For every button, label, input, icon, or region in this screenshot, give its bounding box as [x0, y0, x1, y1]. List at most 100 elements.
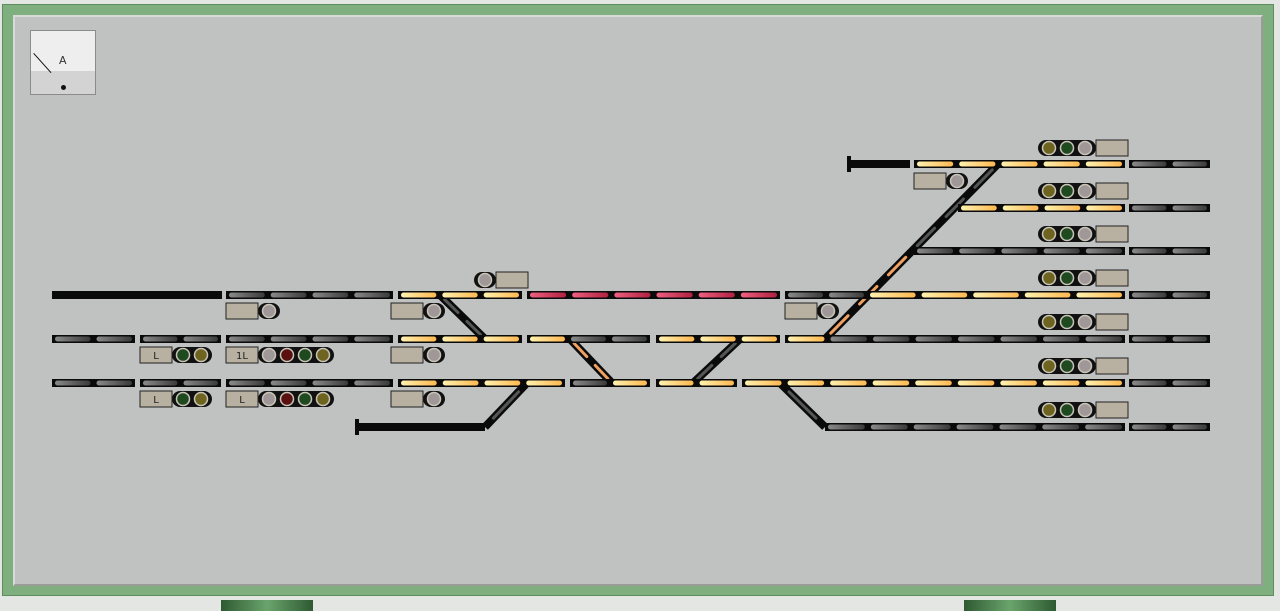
- track-lamp-lit: [961, 205, 997, 211]
- track-section: [1129, 247, 1210, 255]
- signal-s3[interactable]: [390, 302, 445, 320]
- switch-lamp-lit: [886, 255, 908, 277]
- signal-r1[interactable]: [1038, 139, 1129, 157]
- track-lamp-dark: [1172, 380, 1207, 386]
- track-lamp-occupied: [656, 292, 693, 298]
- track-section: [1129, 291, 1210, 299]
- track-lamp-dark: [1132, 161, 1167, 167]
- signal-lamp-white-icon: [1077, 183, 1093, 199]
- track-lamp-dark: [1172, 424, 1207, 430]
- track-lamp-lit: [1076, 292, 1122, 298]
- signal-s9[interactable]: L: [139, 390, 212, 408]
- signal-lamp-green-icon: [175, 391, 191, 407]
- track-lamp-lit: [959, 161, 996, 167]
- track-lamp-dark: [1172, 248, 1207, 254]
- track-panel: [13, 15, 1263, 586]
- track-lamp-dark: [1000, 336, 1037, 342]
- signal-s1[interactable]: [474, 271, 529, 289]
- signal-lamp-white-icon: [949, 173, 965, 189]
- signal-lamp-green-icon: [1059, 140, 1075, 156]
- signal-lamp-yellow-icon: [315, 391, 331, 407]
- track-lamp-dark: [354, 336, 390, 342]
- switch-lamp-lit: [593, 363, 610, 381]
- signal-lamp-yellow-icon: [315, 347, 331, 363]
- signal-plate: [1095, 313, 1129, 331]
- signal-plate: [1095, 357, 1129, 375]
- signal-lamp-green-icon: [297, 391, 313, 407]
- track-lamp-lit: [870, 292, 916, 298]
- signal-lamp-white-icon: [1077, 140, 1093, 156]
- track-section: [226, 379, 393, 387]
- signal-label: L: [153, 351, 159, 362]
- signal-lamp-white-icon: [1077, 402, 1093, 418]
- signal-lamp-yellow-icon: [1041, 270, 1057, 286]
- track-lamp-lit: [442, 292, 478, 298]
- track-lamp-dark: [999, 424, 1037, 430]
- track-lamp-lit: [1044, 205, 1081, 211]
- track-section: [1129, 160, 1210, 168]
- track-lamp-lit: [973, 292, 1019, 298]
- switch-lamp-dark: [944, 197, 965, 218]
- switch-lamp-lit: [572, 341, 589, 359]
- switch-lamp-dark: [491, 390, 521, 420]
- signal-s8[interactable]: [390, 346, 445, 364]
- signal-lamp-yellow-icon: [1041, 140, 1057, 156]
- signal-s4[interactable]: [784, 302, 839, 320]
- track-section: [226, 291, 393, 299]
- signal-lamp-green-icon: [1059, 226, 1075, 242]
- track-lamp-lit: [442, 380, 479, 386]
- signal-lamp-white-icon: [261, 303, 277, 319]
- signal-lamp-yellow-icon: [193, 391, 209, 407]
- track-lamp-lit: [957, 380, 995, 386]
- signal-s5[interactable]: [913, 172, 968, 190]
- signal-r6[interactable]: [1038, 357, 1129, 375]
- signal-lamp-housing: [258, 391, 334, 407]
- signal-s10[interactable]: L: [225, 390, 334, 408]
- track-lamp-dark: [1132, 248, 1167, 254]
- switch-lamp-dark: [443, 297, 460, 315]
- track-lamp-lit: [700, 336, 736, 342]
- track-lamp-dark: [143, 336, 178, 342]
- signal-r2[interactable]: [1038, 182, 1129, 200]
- signal-s6[interactable]: L: [139, 346, 212, 364]
- track-section: [1129, 423, 1210, 431]
- signal-lamp-red-icon: [279, 391, 295, 407]
- signal-lamp-white-icon: [1077, 270, 1093, 286]
- signal-plate: [225, 346, 259, 364]
- signal-r7[interactable]: [1038, 401, 1129, 419]
- signal-lamp-white-icon: [1077, 358, 1093, 374]
- signal-lamp-white-icon: [261, 391, 277, 407]
- signal-plate: [139, 390, 173, 408]
- signal-s7[interactable]: 1L: [225, 346, 334, 364]
- track-lamp-dark: [1172, 336, 1207, 342]
- track-lamp-lit: [1043, 161, 1080, 167]
- track-section: [1129, 204, 1210, 212]
- track-lamp-dark: [612, 336, 647, 342]
- ammeter-gauge: A: [30, 30, 96, 95]
- switch-lamp-dark: [973, 168, 994, 189]
- signal-s11[interactable]: [390, 390, 445, 408]
- track-lamp-lit: [484, 380, 521, 386]
- signal-lamp-white-icon: [1077, 226, 1093, 242]
- track-lamp-lit: [788, 336, 825, 342]
- track-lamp-dark: [830, 336, 867, 342]
- track-lamp-dark: [915, 336, 952, 342]
- track-lamp-dark: [270, 292, 307, 298]
- signal-s2[interactable]: [225, 302, 280, 320]
- track-lamp-dark: [788, 292, 823, 298]
- signal-lamp-white-icon: [426, 303, 442, 319]
- signal-plate: [139, 346, 173, 364]
- signal-plate: [225, 390, 259, 408]
- ammeter-unit-label: A: [59, 54, 67, 67]
- track-lamp-lit: [915, 380, 952, 386]
- track-lamp-dark: [959, 248, 996, 254]
- signal-lamp-housing: [258, 347, 334, 363]
- track-lamp-dark: [229, 380, 265, 386]
- track-lamp-occupied: [572, 292, 609, 298]
- signal-r5[interactable]: [1038, 313, 1129, 331]
- track-lamp-lit: [659, 336, 695, 342]
- signal-r4[interactable]: [1038, 269, 1129, 287]
- track-lamp-lit: [659, 380, 694, 386]
- track-lamp-lit: [1001, 161, 1038, 167]
- signal-r3[interactable]: [1038, 225, 1129, 243]
